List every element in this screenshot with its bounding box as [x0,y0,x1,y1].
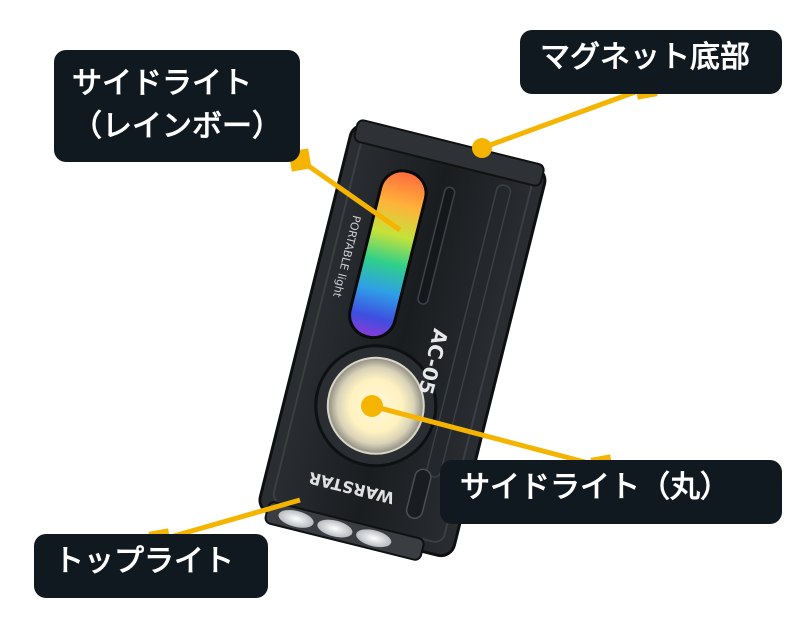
label-side-light-rainbow-line2: （レインボー） [72,109,282,144]
callout-line-top [159,497,301,543]
callout-line-rainbow [298,157,402,233]
callout-lines [159,85,647,543]
side-rail [426,184,512,478]
side-slot [417,186,456,305]
label-side-light-round: サイドライト（丸） [440,460,782,524]
label-top-light: トップライト [34,534,268,598]
marker-round-dot [361,395,383,417]
label-magnet-bottom: マグネット底部 [520,30,782,94]
callout-line-round [371,403,601,469]
label-side-light-rainbow: サイドライト （レインボー） [54,50,300,162]
label-side-light-rainbow-line1: サイドライト [72,66,252,101]
callout-line-magnet [481,85,647,151]
rainbow-light-strip [348,169,428,340]
marker-magnet-dot [472,138,492,158]
power-button [405,468,432,520]
magnet-cap [353,119,545,187]
